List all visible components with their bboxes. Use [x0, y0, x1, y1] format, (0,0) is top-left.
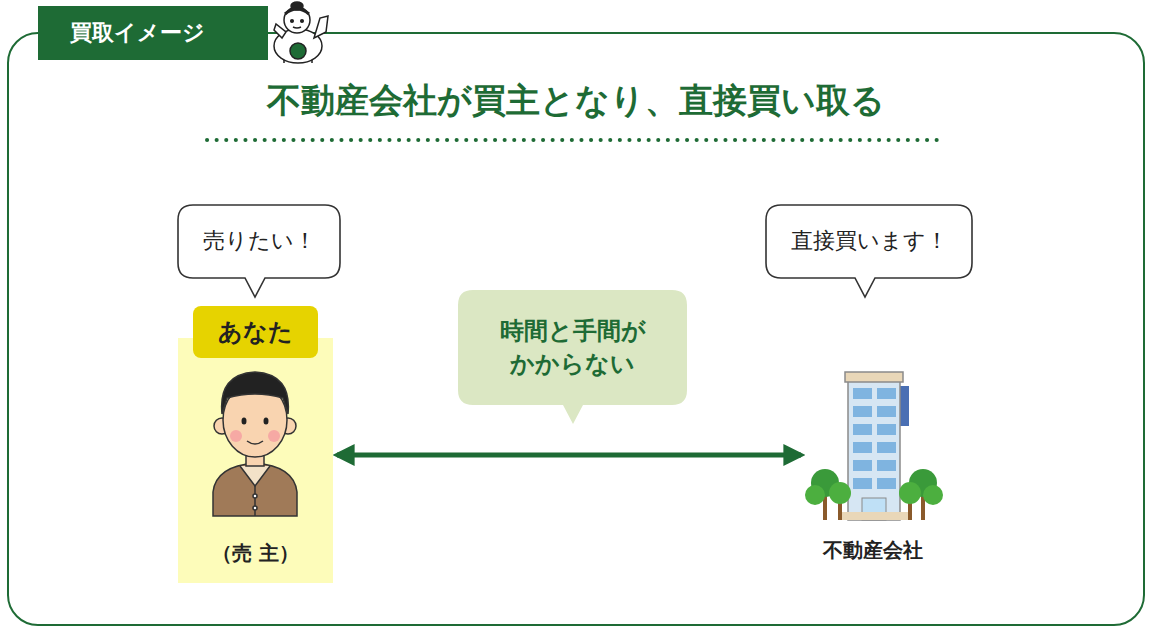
window — [877, 460, 896, 471]
speech-bubble: 売りたい！ — [178, 205, 340, 278]
bubble-shape — [178, 205, 340, 297]
window — [853, 424, 872, 435]
bubble-outline — [458, 290, 687, 405]
bubble-shape — [766, 205, 972, 297]
window — [853, 478, 872, 489]
node-text: あなた — [218, 318, 293, 347]
name-tag: あなた — [193, 306, 318, 358]
node-text: 時間と手間が かからない — [472, 315, 673, 380]
seller-panel: あなた（売 主） — [178, 338, 333, 583]
speech-bubble: 直接買います！ — [766, 205, 972, 278]
window — [853, 388, 872, 399]
double-arrow — [337, 453, 801, 458]
person-illustration — [213, 372, 297, 516]
window — [853, 460, 872, 471]
window — [853, 406, 872, 417]
company-box: 不動産会社 — [805, 365, 940, 570]
building-illustration — [805, 372, 943, 520]
sumo-mascot — [274, 2, 328, 63]
benefit-bubble: 時間と手間が かからない — [458, 290, 687, 405]
window — [877, 388, 896, 399]
node-text: （売 主） — [212, 541, 299, 565]
window — [853, 442, 872, 453]
node-text: 直接買います！ — [791, 228, 948, 254]
window — [877, 478, 896, 489]
node-text: 売りたい！ — [203, 228, 316, 254]
title: 不動産会社が買主となり、直接買い取る — [0, 78, 1152, 124]
window — [877, 406, 896, 417]
tab-label: 買取イメージ — [38, 6, 268, 60]
window — [877, 424, 896, 435]
node-text: 買取イメージ — [70, 20, 205, 46]
frame-border — [8, 33, 1144, 625]
dotted-underline — [207, 138, 945, 142]
node-text: 不動産会社 — [823, 538, 923, 562]
bubble-shape — [458, 290, 687, 424]
window — [877, 442, 896, 453]
